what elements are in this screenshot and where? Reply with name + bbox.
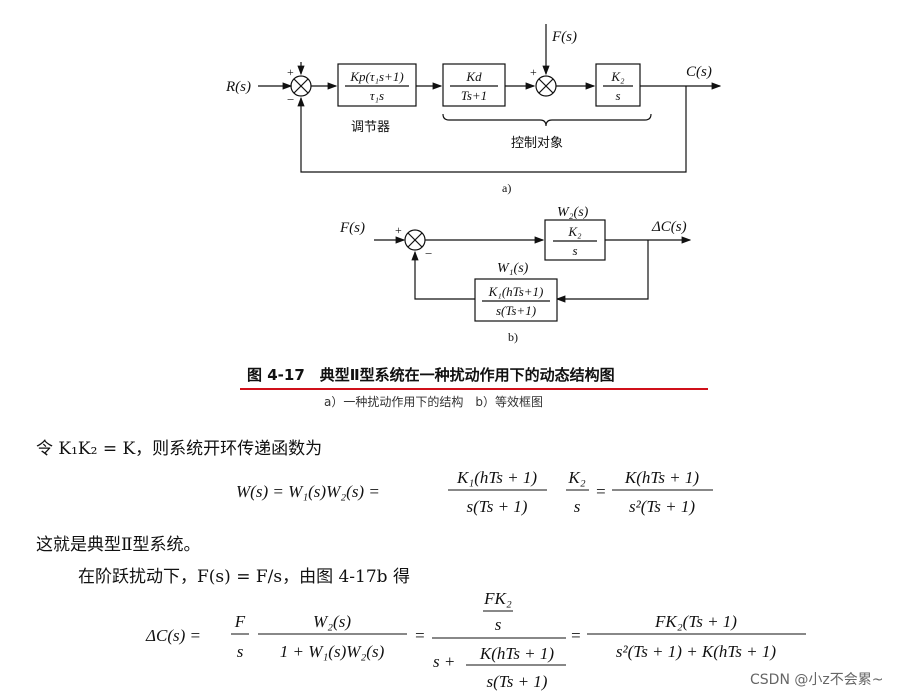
svg-text:s(Ts+1): s(Ts+1) <box>496 303 536 318</box>
controller-block: Kp(τ₁s+1) τ₁s <box>337 63 417 107</box>
svg-text:Kp(τ₁s+1): Kp(τ₁s+1) <box>349 69 403 84</box>
plant-label: 控制对象 <box>511 135 563 150</box>
paragraph-2: 这就是典型Ⅱ型系统。 <box>36 535 201 555</box>
b-summing-junction <box>404 229 426 251</box>
b-sum-plus: + <box>395 223 402 237</box>
caption-underline <box>240 388 708 390</box>
input-label: R(s) <box>225 79 251 95</box>
b-output-label: ΔC(s) <box>651 219 687 235</box>
b-feedback-block: K₁(hTs+1) s(Ts+1) <box>474 278 558 322</box>
svg-text:τ₁s: τ₁s <box>370 88 384 103</box>
plant-block-1: Kd Ts+1 <box>442 63 506 107</box>
watermark: CSDN @小z不会累~ <box>750 672 884 688</box>
b-feedback-name: W₁(s) <box>497 261 529 276</box>
diagram-b: F(s) + − W₂(s) K₂ s ΔC(s) W₁(s) K₁(hTs+1… <box>339 205 692 344</box>
svg-text:s: s <box>615 88 620 103</box>
plant-brace <box>442 113 652 127</box>
sum2-plus: + <box>530 65 537 79</box>
summing-junction-2 <box>535 75 557 97</box>
svg-text:Kd: Kd <box>465 69 482 84</box>
svg-text:Ts+1: Ts+1 <box>461 88 487 103</box>
figure-caption: 图 4-17 典型Ⅱ型系统在一种扰动作用下的动态结构图 <box>247 366 615 384</box>
output-label: C(s) <box>686 64 712 80</box>
b-input-label: F(s) <box>339 220 365 236</box>
plant-block-2: K₂ s <box>595 63 641 107</box>
summing-junction-1 <box>290 75 312 97</box>
paragraph-1: 令 K₁K₂ = K，则系统开环传递函数为 <box>36 439 323 459</box>
panel-a-label: a) <box>502 181 511 195</box>
sum1-minus: − <box>287 92 294 107</box>
figure-subcaption: a）一种扰动作用下的结构 b）等效框图 <box>324 395 543 409</box>
sum1-plus: + <box>287 65 294 79</box>
svg-text:K₂: K₂ <box>567 224 582 239</box>
svg-text:K₂: K₂ <box>610 69 625 84</box>
diagram-a: R(s) + − Kp(τ₁s+1) τ₁s 调节器 Kd Ts+1 F <box>225 24 722 195</box>
svg-text:s: s <box>572 243 577 258</box>
b-sum-minus: − <box>425 246 432 261</box>
controller-label: 调节器 <box>351 119 390 134</box>
b-forward-block: K₂ s <box>544 219 606 261</box>
disturbance-label: F(s) <box>551 29 577 45</box>
paragraph-3: 在阶跃扰动下，F(s) = F/s，由图 4-17b 得 <box>78 567 410 587</box>
b-forward-name: W₂(s) <box>557 205 589 220</box>
panel-b-label: b) <box>508 330 518 344</box>
svg-text:K₁(hTs+1): K₁(hTs+1) <box>488 284 544 299</box>
